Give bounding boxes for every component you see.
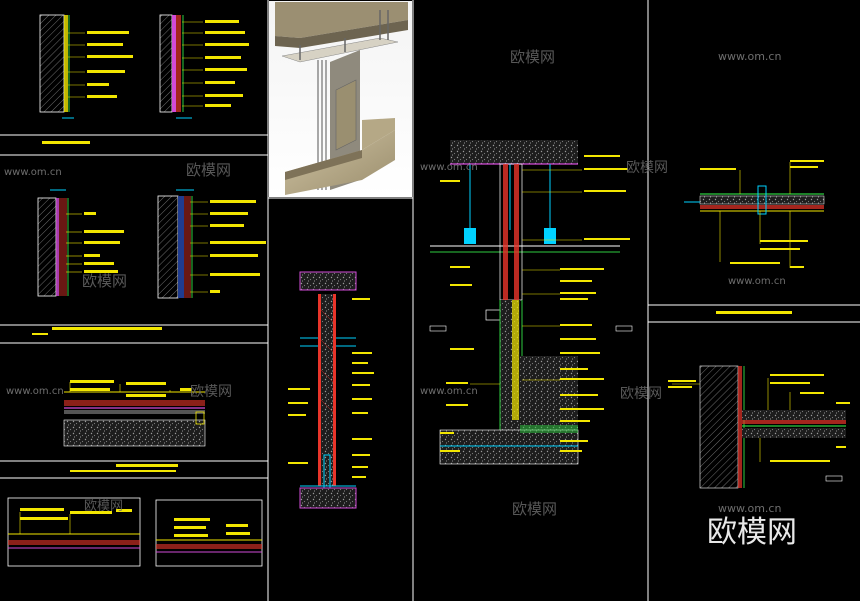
- panel-2-render: [269, 1, 412, 197]
- panel-4-floor-section: [63, 380, 206, 472]
- panel-9-corner-detail: [668, 365, 850, 489]
- panel-6-vertical-section: [288, 271, 374, 509]
- watermark-url: www.om.cn: [4, 167, 62, 178]
- panel-8-title-bar: [716, 311, 792, 314]
- panel-3-wall-sections: [32, 189, 266, 335]
- watermark-url: www.om.cn: [6, 386, 64, 397]
- panel-8-ceiling-detail: [684, 160, 825, 314]
- watermark-cn: 欧模网: [510, 48, 555, 66]
- watermark-cn: 欧模网: [82, 272, 127, 290]
- panel-1-title-bar: [42, 141, 90, 144]
- watermark-cn: 欧模网: [620, 386, 662, 402]
- watermark-cn: 欧模网: [84, 499, 123, 514]
- watermark-url: www.om.cn: [420, 162, 478, 173]
- watermark-url: www.om.cn: [718, 502, 781, 515]
- watermark-large: 欧模网: [707, 515, 797, 550]
- watermark-url: www.om.cn: [718, 50, 781, 63]
- watermark-url: www.om.cn: [728, 276, 786, 287]
- panel-4-title-bar: [116, 464, 178, 467]
- panel-5-floor-sections: [7, 497, 263, 567]
- watermark-cn: 欧模网: [626, 160, 668, 176]
- panel-3-title-bar: [52, 327, 162, 330]
- watermark-cn: 欧模网: [190, 384, 232, 400]
- watermark-url: www.om.cn: [420, 386, 478, 397]
- panel-7-full-section: [429, 140, 633, 465]
- watermark-cn: 欧模网: [186, 161, 231, 179]
- watermarks: 欧模网 欧模网 欧模网 欧模网 欧模网 欧模网 欧模网 欧模网 www.om.c…: [4, 48, 797, 550]
- panel-1-wall-sections: [39, 14, 249, 144]
- watermark-cn: 欧模网: [512, 500, 557, 518]
